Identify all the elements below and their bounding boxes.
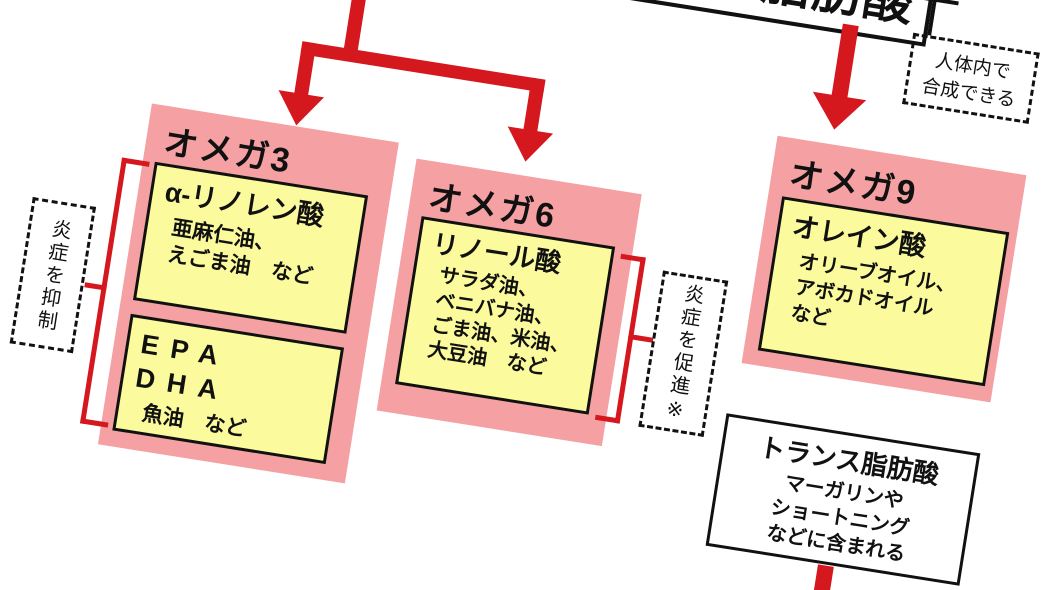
arrow-branch-left: [293, 41, 317, 99]
arrowhead-omega6: [502, 126, 554, 166]
linoleic-box: リノール酸 サラダ油、 ベニバナ油、 ごま油、米油、 大豆油 など: [395, 216, 616, 415]
promote-inflammation-label: 炎症を促進※: [660, 281, 705, 426]
synth-note-box: 人体内で 合成できる: [902, 32, 1040, 124]
parent-fatty-acid-box: 脂肪酸: [589, 0, 942, 47]
promote-inflammation-box: 炎症を促進※: [638, 270, 729, 437]
arrow-omega9-shaft: [831, 23, 859, 102]
arrow-bar: [300, 41, 546, 93]
trans-fat-box: トランス脂肪酸 マーガリンや ショートニング などに含まれる: [705, 413, 981, 586]
suppress-inflammation-box: 炎症を抑制: [9, 197, 97, 354]
parent-fatty-acid-label: 脂肪酸: [758, 0, 920, 36]
suppress-inflammation-label: 炎症を抑制: [32, 216, 73, 334]
trans-arrow-stub: [808, 564, 834, 590]
arrowhead-omega9: [807, 91, 867, 134]
